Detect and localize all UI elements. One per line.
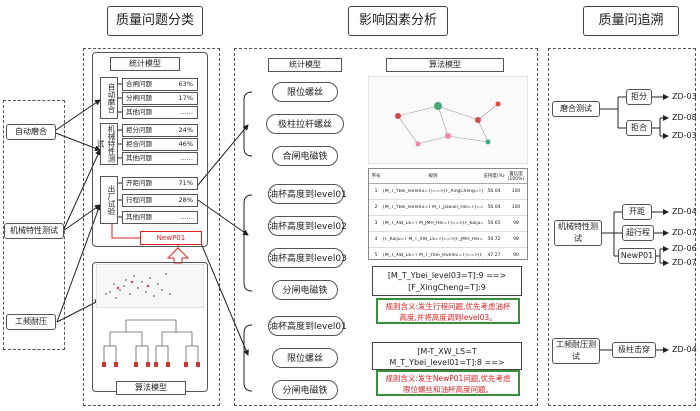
red-up-arrow-icon: [166, 247, 190, 264]
dendrogram-thumbnail: [102, 319, 200, 367]
trace-code: ZD-07: [672, 228, 697, 237]
trace-mechanical-test: 机械特性测试: [554, 220, 602, 246]
factor-oil-cup-level01: 油杯高度到level01: [268, 184, 347, 204]
rule-1-note: 规则含义:发生行程问题,优先考虑油杯高度,并将高度调到level03。: [376, 298, 520, 324]
class-group-mechanical-test: 机械特性测试: [96, 123, 118, 165]
factors-stat-model-title: 统计模型: [268, 58, 342, 72]
table-row: 2 [M_T_Ybei_level03=T M_T_Jiaxian_Hei=T]…: [369, 200, 527, 216]
factor-pole-rod-screw: 极柱拉杆螺丝: [266, 114, 344, 134]
trace-branch-refuse-close: 拒合: [626, 120, 652, 136]
network-graph: [368, 76, 528, 164]
header-factors: 影响因素分析: [348, 6, 448, 36]
trace-panel: [548, 48, 696, 406]
class-item: 其他问题……: [122, 211, 198, 224]
rule-2-text: [M-T_XW_LS=T M_T_Ybei_level01=T]:8 ==> […: [372, 342, 522, 378]
trace-code: ZD-04: [672, 207, 697, 216]
class-group-auto-run-in: 自动磨合: [100, 77, 118, 119]
factor-limit-screw-b: 限位螺丝: [272, 348, 338, 368]
trace-code: ZD-06: [672, 244, 697, 253]
header-classification: 质量问题分类: [107, 6, 203, 36]
trace-code: ZD-03: [672, 92, 697, 101]
trace-code: ZD-04: [672, 345, 697, 354]
class-stat-frame: [92, 52, 208, 247]
inputs-panel: [3, 100, 65, 350]
scatter-plot-thumbnail: [96, 264, 204, 308]
table-header: 支持度(%): [483, 174, 505, 179]
input-power-frequency: 工频耐压: [6, 314, 56, 330]
factor-limit-screw: 限位螺丝: [272, 82, 338, 102]
rule-2-note: 规则含义:发生NewP01问题,优先考虑限位螺丝和油杯高度问题。: [376, 370, 520, 396]
class-stat-model-title: 统计模型: [110, 57, 180, 71]
class-group-factory-test: 出厂试验: [100, 176, 118, 224]
trace-run-in-test: 磨合测试: [552, 101, 600, 117]
factor-opening-magnet-b: 分闸电磁铁: [272, 380, 338, 400]
factors-algo-model-title: 算法模型: [386, 58, 504, 72]
input-auto-run-in: 自动磨合: [6, 124, 56, 140]
table-row: 5 [M_T_XW_LS=T M_T_Ybei_level01=T]==>[F_…: [374, 253, 519, 258]
input-mechanical-test: 机械特性测试: [4, 223, 64, 239]
header-trace: 质量问追溯: [583, 6, 679, 36]
table-header: 规则: [428, 174, 438, 179]
rules-table: 序号 规则 支持度(%) 置信度(100%) 1 [M_T_Ybei_level…: [368, 168, 528, 260]
trace-code: ZD-03: [672, 131, 697, 140]
factor-oil-cup-level01-b: 油杯高度到level01: [268, 316, 347, 336]
table-row: 1 [M_T_Ybei_level03=T]==>[F_XingCheng=T]…: [369, 184, 527, 200]
table-header: 序号: [371, 174, 381, 179]
table-row: 3 [M_T_XW_LS=T M_JMH_Hei=T]==>[F_Kaiju=T…: [369, 216, 527, 232]
trace-power-frequency-test: 工频耐压测试: [552, 338, 600, 364]
factor-closing-magnet: 合闸电磁铁: [272, 146, 338, 166]
trace-code: ZD-08: [672, 113, 697, 122]
table-header: 置信度(100%): [507, 171, 525, 182]
table-row: 4 [F_Kaiju=T M_T_XW_LS=T]==>[F_JMH_Hei=T…: [369, 232, 527, 248]
new-problem-box: NewP01: [140, 231, 202, 245]
trace-branch-newp01: NewP01: [618, 248, 656, 264]
classification-panel: [83, 48, 220, 406]
factor-oil-cup-level02: 油杯高度到level02: [268, 216, 347, 236]
class-item: 其他问题……: [122, 106, 198, 119]
trace-branch-overtravel: 超行程: [622, 225, 654, 241]
trace-code: ZD-07: [672, 258, 697, 267]
trace-branch-pole-breakdown: 极柱击穿: [612, 342, 656, 358]
class-algo-model-title: 算法模型: [116, 381, 186, 395]
factor-oil-cup-level03: 油杯高度到level03: [268, 248, 347, 268]
trace-branch-refuse-open: 拒分: [626, 89, 652, 105]
factors-panel: [234, 48, 538, 406]
class-item: 其他问题……: [122, 152, 198, 165]
factor-opening-magnet: 分闸电磁铁: [272, 280, 338, 300]
trace-branch-opening-distance: 开距: [622, 204, 652, 220]
rule-1-text: [M_T_Ybei_level03=T]:9 ==> [F_XingCheng=…: [372, 266, 522, 296]
